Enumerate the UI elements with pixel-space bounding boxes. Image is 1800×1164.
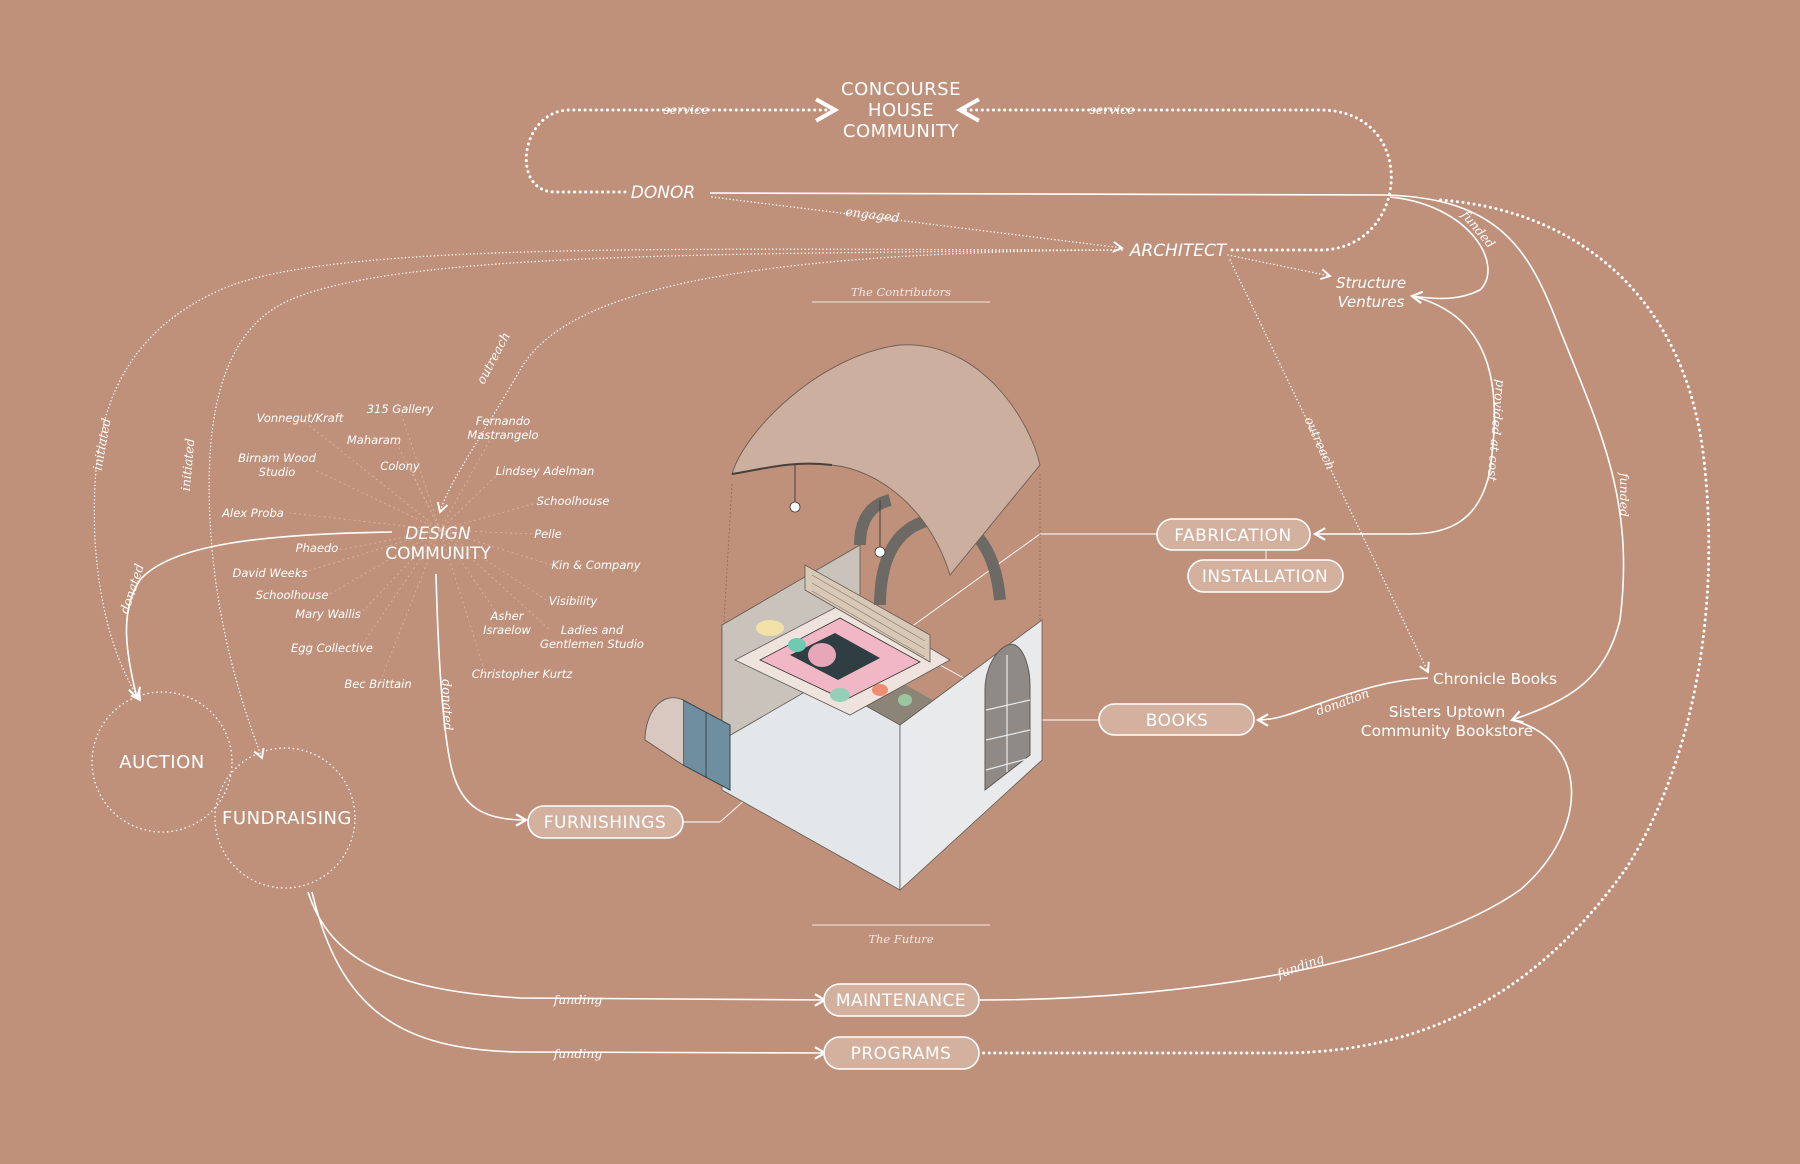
member-name: Phaedo [296,541,339,555]
maintenance-pill: MAINTENANCE [823,983,980,1017]
member-name: Gentlemen Studio [540,637,644,651]
edge-label-donation: donation [1314,685,1371,718]
member-name: 315 Gallery [367,402,434,416]
furnishings-pill: FURNISHINGS [527,805,684,839]
funding-edge-programs [311,891,828,1060]
member-name: Fernando [476,414,530,428]
member-name: Colony [380,459,420,473]
donor-node: DONOR [631,183,695,203]
edge-label-funded-right: funded [1617,472,1632,517]
edge-labels: service service engaged funded funded pr… [90,102,1632,1061]
installation-pill: INSTALLATION [1187,559,1344,593]
donated-edge-1 [125,531,393,701]
outreach-edge-right [1229,259,1430,674]
donation-edge [1255,677,1429,727]
member-name: Studio [259,465,296,479]
svg-text:MAINTENANCE: MAINTENANCE [836,991,966,1011]
funding-edge-right [979,719,1573,1001]
member-name: Birnam Wood [238,451,316,465]
connection-lines [93,97,1711,1060]
service-edge-left [524,97,840,194]
edge-label-donated-2: donated [439,679,456,731]
service-edge-right [955,97,1393,252]
edge-label-outreach-right: outreach [1302,414,1339,472]
edge-label-funding-right: funding [1274,950,1326,981]
fundraising-circle [214,747,356,889]
svg-text:Structure: Structure [1336,274,1406,292]
fundraising-node: FUNDRAISING [222,808,352,829]
fabrication-pill: FABRICATION [1156,518,1311,551]
initiated-edge-2 [208,249,1123,760]
svg-text:FABRICATION: FABRICATION [1174,526,1292,546]
svg-text:FURNISHINGS: FURNISHINGS [544,813,667,833]
future-caption: The Future [868,932,933,946]
concourse-line-2: HOUSE [868,100,934,121]
engaged-edge [711,196,1124,253]
member-name: Schoolhouse [537,494,610,508]
member-name: Mastrangelo [467,428,538,442]
svg-text:Sisters Uptown: Sisters Uptown [1389,703,1505,721]
concourse-line-1: CONCOURSE [841,79,961,100]
concourse-node: CONCOURSE HOUSE COMMUNITY [841,79,961,142]
edge-label-funding-programs: funding [553,1046,603,1061]
edge-label-funding-maintenance: funding [553,992,603,1007]
edge-label-service-right: service [1089,102,1134,117]
concourse-line-3: COMMUNITY [843,121,960,142]
member-name: Vonnegut/Kraft [257,411,344,425]
member-name: Christopher Kurtz [472,667,574,681]
donor-funded-edge [709,192,1625,724]
member-name: Ladies and [561,623,624,637]
structure-ventures-node: Structure Ventures [1336,274,1406,311]
auction-node: AUCTION [119,752,205,773]
svg-text:Community Bookstore: Community Bookstore [1361,722,1533,740]
edge-label-funded-top: funded [1458,207,1499,251]
sisters-uptown-node: Sisters Uptown Community Bookstore [1361,703,1533,740]
member-name: Pelle [534,527,561,541]
funding-edge-maintenance [307,891,828,1007]
auction-circle [91,691,233,833]
member-name: Alex Proba [221,506,284,520]
house-illustration [644,344,1043,891]
provided-at-cost-edge [1312,295,1496,541]
architect-node: ARCHITECT [1129,241,1228,261]
svg-text:PROGRAMS: PROGRAMS [851,1044,952,1064]
edge-label-outreach-left: outreach [473,329,513,386]
books-pill: BOOKS [1098,703,1255,736]
edge-label-initiated-1: initiated [90,417,114,472]
member-name: Kin & Company [551,558,640,572]
member-name: Mary Wallis [295,607,361,621]
design-community-node: DESIGN COMMUNITY [385,524,491,564]
edge-label-donated-1: donated [117,562,147,616]
programs-dotted-edge [976,198,1711,1055]
edge-label-provided-at-cost: provided at cost [1484,379,1508,483]
svg-text:INSTALLATION: INSTALLATION [1202,567,1328,587]
edge-label-service-left: service [663,102,708,117]
svg-text:COMMUNITY: COMMUNITY [385,544,491,564]
svg-text:BOOKS: BOOKS [1146,711,1209,731]
chronicle-books-node: Chronicle Books [1433,670,1557,688]
member-name: Lindsey Adelman [496,464,595,478]
design-community-members: Vonnegut/Kraft 315 Gallery Maharam Birna… [221,402,644,691]
svg-text:Ventures: Ventures [1338,293,1405,311]
member-name: Visibility [549,594,598,608]
outreach-edge-left [436,249,1123,514]
member-name: Maharam [347,433,401,447]
member-name: Israelow [483,623,531,637]
donor-structure-funded-edge [1389,196,1489,304]
design-community-rays [289,409,553,683]
programs-pill: PROGRAMS [823,1036,980,1070]
member-name: Asher [490,609,525,623]
member-name: David Weeks [232,566,307,580]
svg-text:DESIGN: DESIGN [405,524,471,544]
contributors-caption: The Contributors [851,285,951,299]
donated-edge-2 [435,573,529,827]
edge-label-engaged: engaged [845,204,901,226]
member-name: Schoolhouse [256,588,329,602]
member-name: Egg Collective [291,641,373,655]
edge-label-initiated-2: initiated [178,438,198,492]
architect-structure-edge [1227,254,1332,281]
member-name: Bec Brittain [344,677,411,691]
